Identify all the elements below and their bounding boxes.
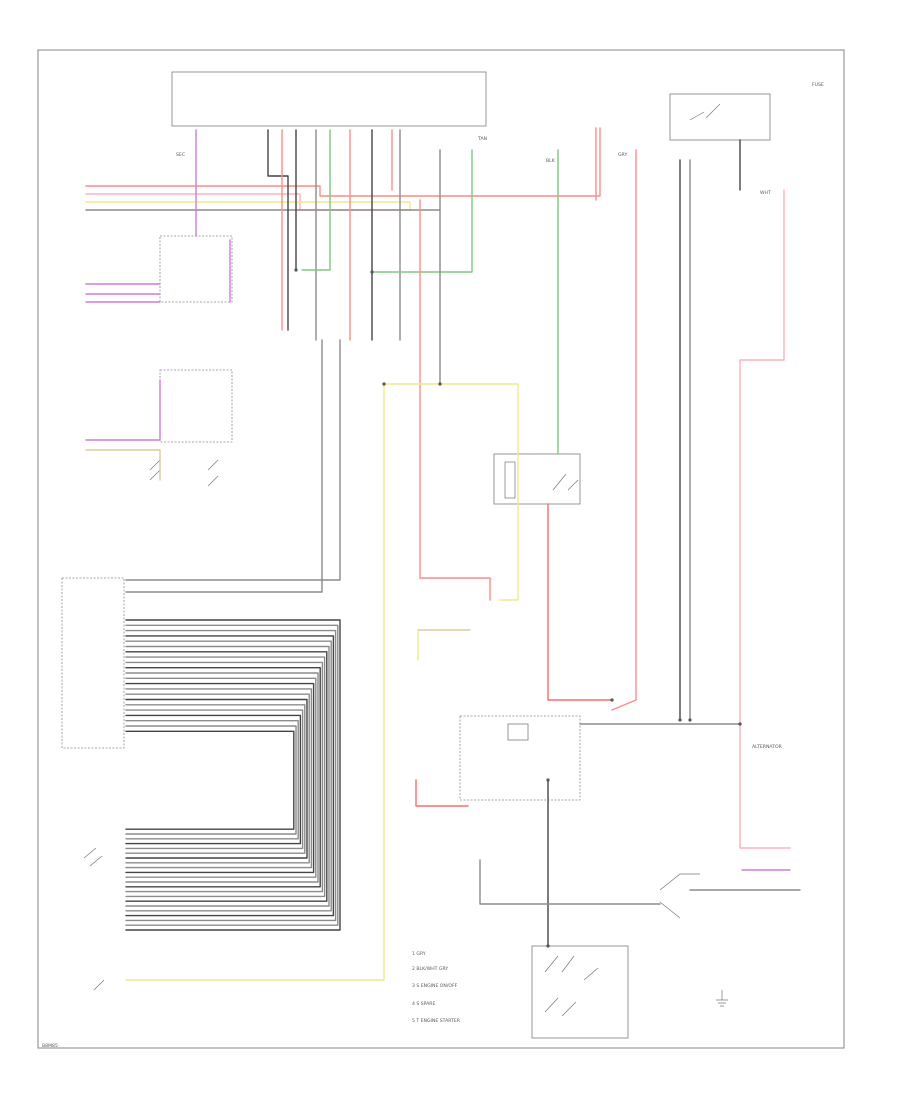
alternator-label: ALTERNATOR [752, 744, 783, 750]
wire-gray-mid [125, 339, 341, 581]
ribbon-wire [125, 698, 308, 859]
wire-green-1 [301, 129, 331, 271]
instrument-cluster-box [61, 577, 125, 749]
junction-dot [610, 698, 614, 702]
junction-dot [370, 270, 374, 274]
junction-dot [738, 722, 742, 726]
left-ecm-connector-box-2 [159, 369, 233, 443]
ribbon-wire [125, 688, 313, 869]
connector-label-sec: SEC [176, 152, 185, 158]
battery-module-box [669, 93, 771, 141]
ribbon-wire [125, 651, 328, 902]
connector-label-gry: GRY [618, 152, 627, 158]
ribbon-wire [125, 714, 302, 845]
ribbon-wire [125, 645, 330, 907]
junction-dot [382, 382, 386, 386]
wire-green-2 [373, 149, 473, 273]
ribbon-wire [125, 629, 337, 922]
left-ecm-connector-box [159, 235, 233, 303]
wire-red-long [419, 199, 491, 601]
wire-red-7 [611, 149, 637, 711]
starter-interlock-box [459, 715, 581, 801]
wire-red-starter [415, 779, 469, 807]
connector-label-wht: WHT [760, 190, 771, 196]
ribbon-wire [125, 677, 317, 878]
ribbon-bus [125, 619, 341, 931]
legend-item-3: 3 S ENGINE ON/OFF [412, 983, 458, 989]
ground-symbol [716, 990, 728, 1007]
wire-pink-right [739, 189, 791, 849]
junction-dots [294, 268, 742, 948]
legend-item-1: 1 GRY [412, 951, 426, 957]
sensor-switch-b [207, 459, 219, 487]
ignition-switch-contacts [544, 955, 599, 1017]
ribbon-wire [125, 635, 335, 917]
battery-module-switch [689, 103, 721, 121]
wire-dark-1 [267, 129, 289, 331]
ribbon-wire [125, 661, 324, 893]
junction-dot [438, 382, 442, 386]
starter-interlock-relay [507, 723, 529, 741]
ribbon-wire [125, 682, 315, 874]
legend-item-5: 5 T ENGINE STARTER [412, 1018, 461, 1024]
footer-code: B8M85 [42, 1043, 58, 1049]
wire-red-long2 [547, 503, 613, 701]
wire-tan-l1 [85, 449, 161, 481]
bottom-right-connector [659, 873, 700, 919]
ribbon-wire [125, 730, 295, 830]
legend-item-2: 2 BLK/WHT GRY [412, 966, 448, 972]
wire-gray-mid2 [125, 339, 323, 593]
junction-dot [688, 718, 692, 722]
wire-red-1 [85, 127, 601, 197]
ribbon-wire [125, 667, 321, 888]
ignition-switch-box [531, 945, 629, 1039]
starter-relay-contacts [552, 473, 579, 491]
junction-dot [546, 944, 550, 948]
junction-dot [678, 718, 682, 722]
fuse-label: FUSE [812, 82, 824, 88]
ribbon-wire [125, 656, 326, 898]
junction-dot [546, 778, 550, 782]
wire-yellow-2 [383, 383, 519, 601]
starter-relay-coil [504, 461, 516, 499]
wire-violet-l4 [85, 379, 161, 441]
neutral-switch-symbol [83, 847, 103, 867]
diagram-frame [37, 49, 845, 1049]
wire-group [85, 127, 801, 981]
ribbon-wire [125, 720, 299, 840]
wire-yellow-1 [85, 201, 411, 211]
sensor-switch-a [149, 459, 161, 481]
legend-item-4: 4 S SPARE [412, 1001, 435, 1007]
engine-control-module-box [171, 71, 487, 127]
wire-gray-starter [479, 859, 661, 905]
bottom-ecm-switch [93, 979, 105, 991]
ribbon-wire [125, 672, 319, 883]
legend: 1 GRY 2 BLK/WHT GRY 3 S ENGINE ON/OFF 4 … [412, 951, 461, 1024]
ribbon-wire [125, 709, 304, 850]
ribbon-wire [125, 624, 339, 926]
starter-relay-box [493, 453, 581, 505]
connector-label-tan: TAN [477, 136, 487, 142]
ribbon-wire [125, 640, 332, 912]
ribbon-wire [125, 693, 310, 864]
wire-yellow-mid [125, 383, 385, 981]
ribbon-wire [125, 619, 341, 931]
ribbon-wire [125, 725, 297, 835]
junction-dot [294, 268, 298, 272]
connector-label-blk: BLK [546, 158, 556, 164]
ribbon-wire [125, 704, 306, 854]
